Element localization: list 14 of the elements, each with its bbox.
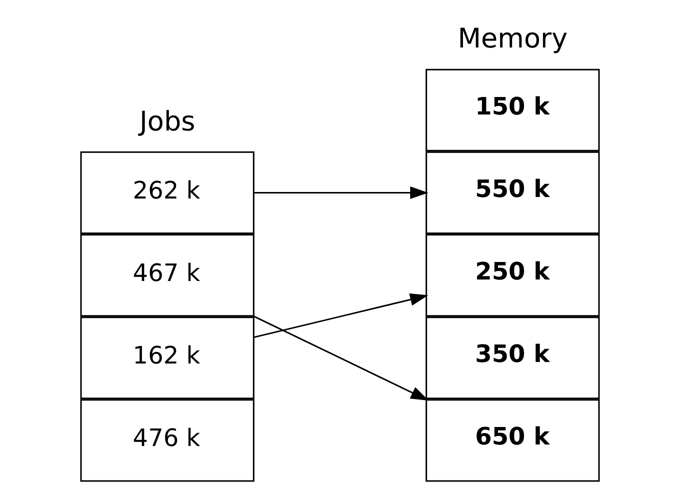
node-box: 150 k bbox=[425, 68, 600, 152]
arrow bbox=[253, 293, 428, 338]
arrow bbox=[252, 315, 428, 401]
node-box: 550 k bbox=[425, 151, 600, 234]
node-box: 350 k bbox=[425, 316, 600, 400]
node-box: 650 k bbox=[425, 399, 600, 482]
node-box: 476 k bbox=[80, 399, 254, 482]
node-box: 467 k bbox=[80, 234, 254, 317]
node-box: 250 k bbox=[425, 234, 600, 317]
node-box: 262 k bbox=[80, 151, 254, 234]
label: Memory bbox=[457, 24, 568, 55]
node-box: 162 k bbox=[80, 316, 254, 400]
arrow bbox=[253, 186, 428, 200]
label: Jobs bbox=[138, 106, 195, 138]
